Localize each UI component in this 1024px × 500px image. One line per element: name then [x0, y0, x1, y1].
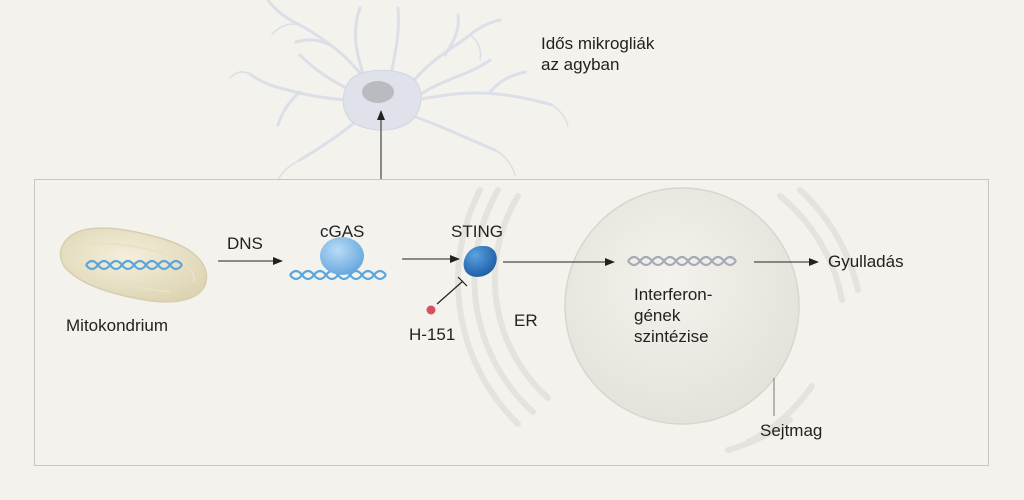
er-membranes	[455, 187, 861, 453]
mito-dna	[85, 259, 183, 271]
er-label: ER	[514, 311, 538, 330]
nucleus-label: Sejtmag	[760, 421, 823, 440]
inflammation-label: Gyulladás	[828, 252, 904, 271]
microglia-label: Idős mikrogliák az agyban	[541, 33, 654, 75]
inhibition-line	[436, 276, 468, 305]
microglia-nucleus	[362, 81, 394, 103]
microglia-cell	[229, 0, 569, 181]
nucleus-dna	[627, 255, 737, 267]
sting-protein	[463, 246, 497, 277]
cgas-protein	[320, 237, 364, 275]
microglia-label-line-1: Idős mikrogliák	[541, 34, 655, 53]
nucleus	[564, 187, 800, 425]
interferon-label: Interferon- gének szintézise	[634, 284, 712, 347]
h151-label: H-151	[409, 325, 456, 344]
dna-label: DNS	[227, 234, 263, 253]
microglia-label-line-2: az agyban	[541, 55, 620, 74]
interferon-label-line-2: gének	[634, 306, 681, 325]
cgas-label: cGAS	[320, 222, 365, 241]
sting-label: STING	[451, 222, 503, 241]
interferon-label-line-1: Interferon-	[634, 285, 713, 304]
mitochondrion-label: Mitokondrium	[66, 316, 169, 335]
h151-molecule	[426, 305, 436, 315]
interferon-label-line-3: szintézise	[634, 327, 709, 346]
cgas-dna	[289, 269, 387, 281]
pathway-panel	[34, 179, 989, 466]
